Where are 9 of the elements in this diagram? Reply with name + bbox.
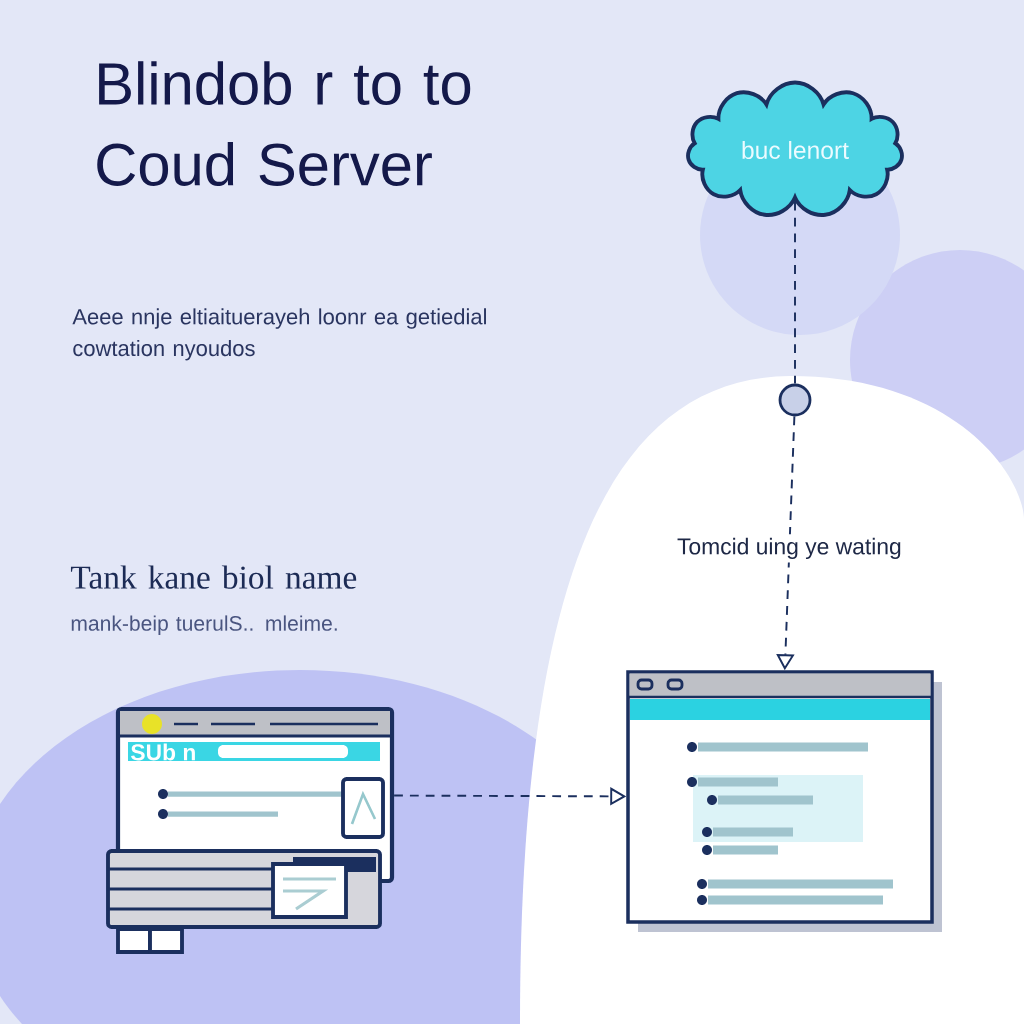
dashed-connector [794, 200, 796, 385]
description-text: Aeee nnje eltiaituerayeh loonr ea getiedial cowtation nyoudos [72, 308, 486, 361]
caption-text: mank-beip tuerulS.. mleime. [71, 615, 337, 636]
browser-window: SUb n [106, 706, 395, 954]
subheading: Tank kane biol name [70, 565, 357, 589]
title: Blindob r to to Coud Server [97, 61, 471, 186]
edge-label: Tomcid uing ye wating [673, 534, 906, 563]
junction-circle [778, 383, 812, 417]
browser-window [626, 670, 942, 932]
